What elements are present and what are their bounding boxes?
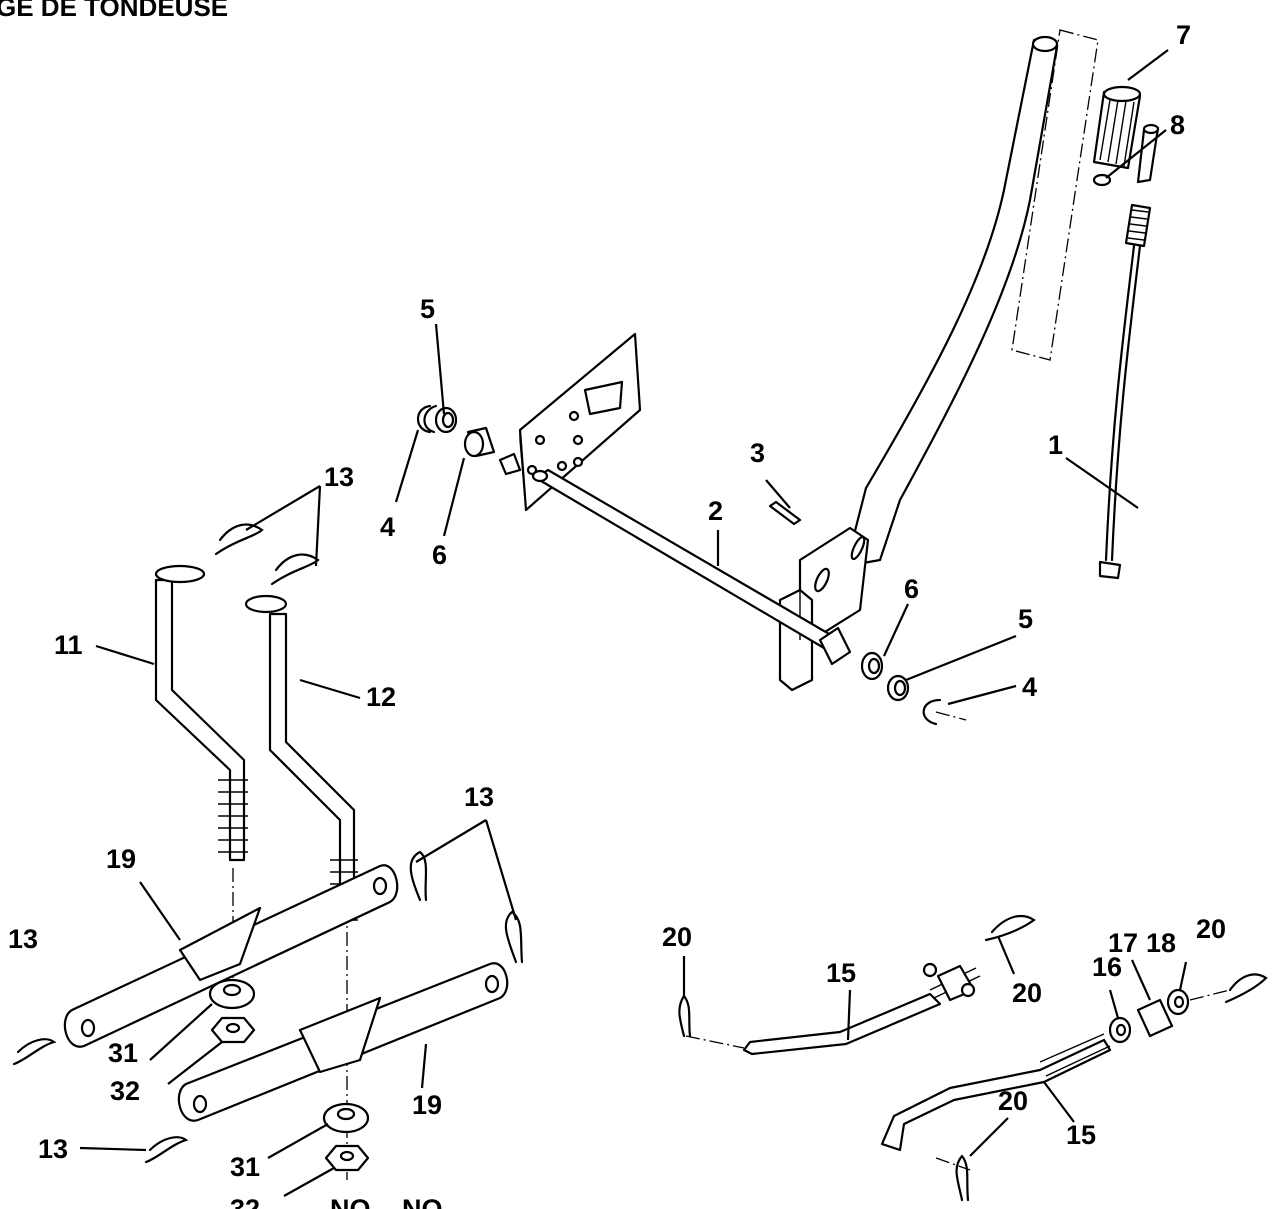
callout-4-right: 4 [1022, 672, 1037, 702]
callout-7: 7 [1176, 20, 1191, 50]
callout-31-lower: 31 [230, 1152, 260, 1182]
hairpin-clip-arm-1 [409, 850, 428, 902]
callout-5-right: 5 [1018, 604, 1033, 634]
hairpin-clip-20-b [984, 914, 1036, 942]
rod-upper-alignment [685, 1035, 745, 1049]
callout-12: 12 [366, 682, 396, 712]
rod-lower-end-alignment [935, 1157, 971, 1171]
callout-2: 2 [708, 496, 723, 526]
callout-13-upper: 13 [324, 462, 354, 492]
hairpin-clip-20-a [678, 994, 692, 1038]
mounting-plate [518, 332, 642, 512]
bushing-left [463, 426, 496, 458]
hairpin-clip-20-c [1224, 973, 1268, 1004]
callout-no-2: NO [402, 1194, 443, 1209]
lever-grip [1092, 85, 1142, 170]
adjustment-rod-lower [880, 1033, 1112, 1152]
hairpin-clip-upper-2 [270, 553, 320, 586]
callout-20-right: 20 [1196, 914, 1226, 944]
callout-no-1: NO [330, 1194, 371, 1209]
callout-15-upper: 15 [826, 958, 856, 988]
washer-right [886, 674, 910, 702]
callout-20-left: 20 [662, 922, 692, 952]
retaining-ring-right [922, 698, 942, 726]
block-17 [1136, 998, 1174, 1038]
callout-19-lower: 19 [412, 1090, 442, 1120]
leader-lines [79, 49, 1188, 1197]
nut-16 [1108, 1016, 1132, 1044]
lift-arm-upper [63, 864, 399, 1048]
hex-nut-upper [210, 1016, 256, 1044]
callout-11: 11 [54, 630, 83, 660]
hairpin-clip-arm-4 [144, 1136, 189, 1164]
ring-alignment-line [935, 711, 967, 721]
callout-4-left: 4 [380, 512, 395, 542]
diagram-title: GE DE TONDEUSE [0, 0, 228, 22]
callout-5-left: 5 [420, 294, 435, 324]
hex-nut-lower [324, 1144, 370, 1172]
callout-15-lower: 15 [1066, 1120, 1096, 1150]
callout-20-bottom: 20 [998, 1086, 1028, 1116]
callout-31-upper: 31 [108, 1038, 138, 1068]
callout-32-lower: 32 [230, 1194, 260, 1209]
callout-6-right: 6 [904, 574, 919, 604]
adjustment-block-upper [922, 962, 976, 1002]
lift-arm-lower [177, 962, 509, 1122]
hairpin-clip-20-d [955, 1154, 970, 1202]
callout-17: 17 [1108, 928, 1138, 958]
callout-1: 1 [1048, 430, 1063, 460]
callout-13-arms: 13 [464, 782, 494, 812]
lift-link-left [154, 564, 248, 862]
flange-nut-upper [208, 978, 256, 1010]
hairpin-clip-upper-1 [214, 523, 264, 556]
callout-3: 3 [750, 438, 765, 468]
nut-18 [1166, 988, 1190, 1016]
flange-nut-lower [322, 1102, 370, 1134]
bushing-right [860, 651, 884, 681]
callout-16: 16 [1092, 952, 1122, 982]
rod-lower-alignment [1189, 989, 1231, 1001]
retaining-ring-left [416, 404, 438, 434]
lift-lever-handle [778, 35, 1059, 692]
cross-shaft [498, 452, 852, 666]
lift-link-right [244, 594, 358, 921]
roll-pin [768, 500, 802, 526]
callout-20-mid: 20 [1012, 978, 1042, 1008]
lift-cable [1098, 123, 1160, 580]
callout-13-bottom: 13 [38, 1134, 68, 1164]
callout-18: 18 [1146, 928, 1176, 958]
washer-left [434, 406, 458, 434]
callout-19-upper: 19 [106, 844, 136, 874]
hairpin-clip-arm-3 [12, 1038, 57, 1066]
hairpin-clip-arm-2 [504, 910, 524, 964]
callout-13-left: 13 [8, 924, 38, 954]
grip-alignment-frame [1011, 29, 1099, 361]
callout-6-left: 6 [432, 540, 447, 570]
callout-32-upper: 32 [110, 1076, 140, 1106]
callout-8: 8 [1170, 110, 1185, 140]
